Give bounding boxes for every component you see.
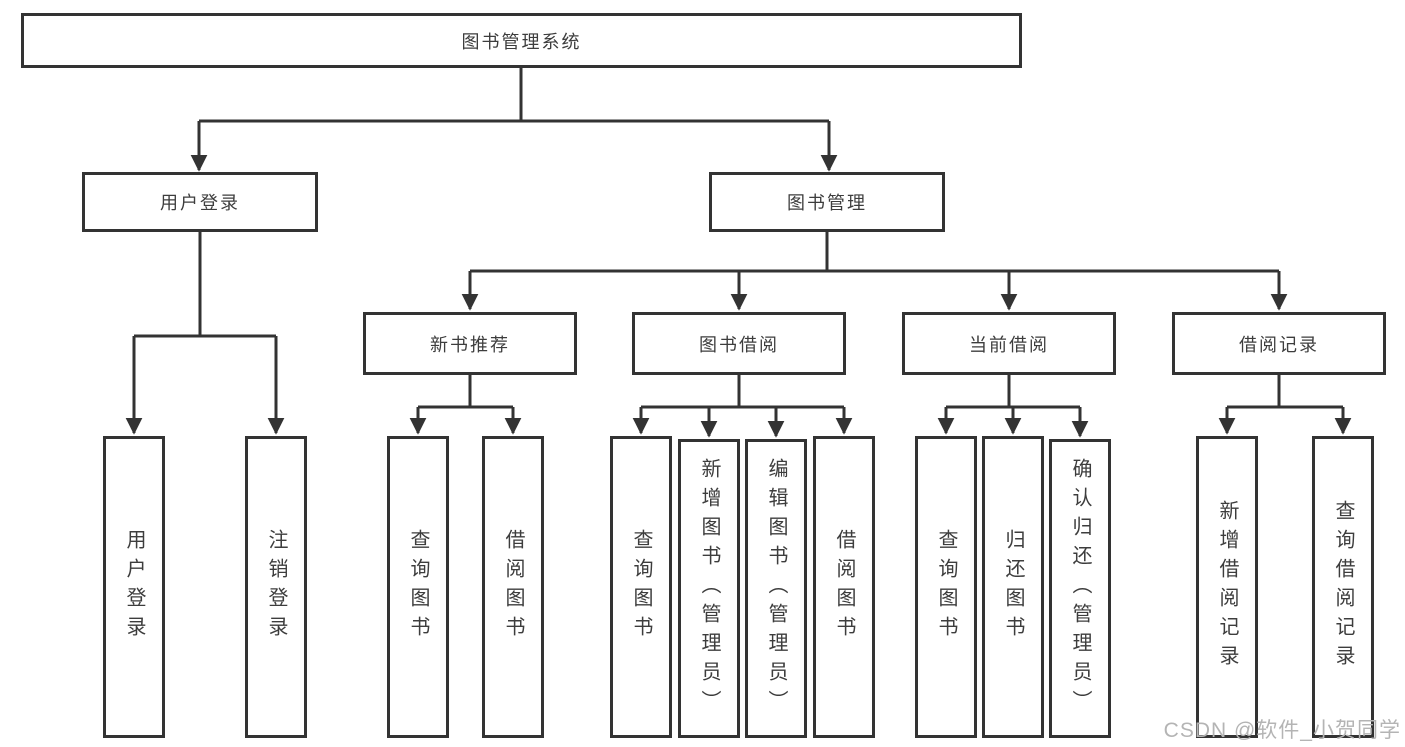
node-label: 图书管理 xyxy=(787,193,867,213)
node-label: 新增借阅记录 xyxy=(1216,500,1238,674)
node-label: 当前借阅 xyxy=(969,334,1049,355)
node-label: 借阅图书 xyxy=(502,529,524,645)
csdn-watermark: CSDN @软件_小贺同学 xyxy=(1163,719,1401,742)
node-label: 查询图书 xyxy=(630,529,652,645)
node-current-borrow: 当前借阅 xyxy=(902,312,1116,375)
leaf-query-borrow-record: 查询借阅记录 xyxy=(1312,436,1374,738)
node-book-management: 图书管理 xyxy=(709,172,945,232)
node-label: 图书管理系统 xyxy=(461,31,582,52)
node-label: 归还图书 xyxy=(1002,529,1024,645)
node-label: 新书推荐 xyxy=(430,334,510,355)
node-label: 用户登录 xyxy=(160,193,240,213)
node-label: 查询借阅记录 xyxy=(1332,500,1354,674)
node-label: 注销登录 xyxy=(265,529,287,645)
leaf-query-books: 查询图书 xyxy=(610,436,672,738)
node-label: 借阅记录 xyxy=(1239,334,1319,355)
node-borrow-records: 借阅记录 xyxy=(1172,312,1386,375)
node-user-login: 用户登录 xyxy=(82,172,318,232)
node-label: 确认归还（管理员） xyxy=(1069,458,1091,719)
leaf-logout: 注销登录 xyxy=(245,436,307,738)
node-label: 图书借阅 xyxy=(699,334,779,355)
leaf-return-books: 归还图书 xyxy=(982,436,1044,738)
node-label: 用户登录 xyxy=(123,529,145,645)
node-new-book-recommend: 新书推荐 xyxy=(363,312,577,375)
node-library-system: 图书管理系统 xyxy=(21,13,1022,68)
node-label: 新增图书（管理员） xyxy=(698,458,720,719)
leaf-edit-books-admin: 编辑图书（管理员） xyxy=(745,439,807,738)
leaf-confirm-return-admin: 确认归还（管理员） xyxy=(1049,439,1111,738)
node-label: 查询图书 xyxy=(935,529,957,645)
leaf-borrow-books: 借阅图书 xyxy=(482,436,544,738)
node-book-borrow: 图书借阅 xyxy=(632,312,846,375)
leaf-query-books: 查询图书 xyxy=(387,436,449,738)
leaf-borrow-books: 借阅图书 xyxy=(813,436,875,738)
leaf-add-borrow-record: 新增借阅记录 xyxy=(1196,436,1258,738)
node-label: 借阅图书 xyxy=(833,529,855,645)
leaf-query-books: 查询图书 xyxy=(915,436,977,738)
leaf-add-books-admin: 新增图书（管理员） xyxy=(678,439,740,738)
leaf-user-login: 用户登录 xyxy=(103,436,165,738)
node-label: 查询图书 xyxy=(407,529,429,645)
node-label: 编辑图书（管理员） xyxy=(765,458,787,719)
